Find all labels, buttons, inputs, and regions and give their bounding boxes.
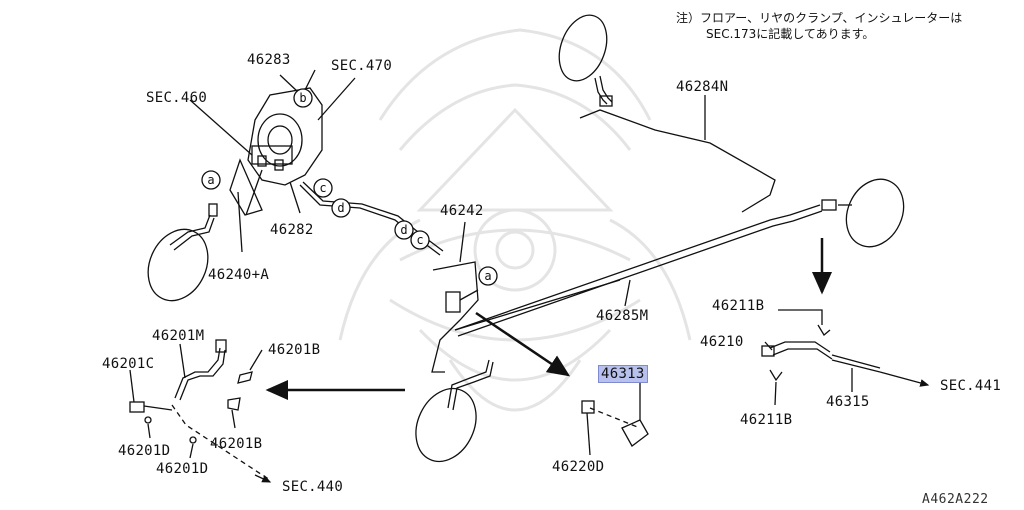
part-label-46211b-bottom[interactable]: 46211B: [740, 412, 793, 428]
flexible-hose-assembly: [129, 339, 271, 481]
rear-right-brake-disc: [845, 178, 905, 248]
rear-flex-hose-46210: [761, 324, 881, 382]
section-label-sec440[interactable]: SEC.440: [282, 479, 344, 495]
section-label-sec441[interactable]: SEC.441: [940, 378, 1002, 394]
part-label-46313-highlighted[interactable]: 46313: [598, 365, 648, 383]
part-label-46315[interactable]: 46315: [826, 394, 870, 410]
watermark-emblem: [338, 28, 692, 412]
callout-c: c: [416, 233, 423, 247]
callout-b: b: [299, 91, 306, 105]
callout-d: d: [337, 201, 344, 215]
front-right-brake-disc: [558, 14, 608, 82]
section-label-sec470[interactable]: SEC.470: [331, 58, 393, 74]
part-label-46201c[interactable]: 46201C: [102, 356, 155, 372]
part-label-46240a[interactable]: 46240+A: [208, 267, 270, 283]
part-label-46210[interactable]: 46210: [700, 334, 744, 350]
hose-bracket-46313: [581, 400, 649, 447]
front-left-brake-disc: [147, 228, 209, 302]
part-label-46283[interactable]: 46283: [247, 52, 291, 68]
junction-bracket-46242: [431, 261, 479, 373]
part-label-46242[interactable]: 46242: [440, 203, 484, 219]
part-label-46201b-bottom[interactable]: 46201B: [210, 436, 263, 452]
part-label-46284n[interactable]: 46284N: [676, 79, 729, 95]
section-label-sec460[interactable]: SEC.460: [146, 90, 208, 106]
callout-c: c: [319, 181, 326, 195]
rear-left-brake-disc: [415, 387, 477, 463]
note-text-line2: SEC.173に記載してあります。: [706, 27, 875, 41]
part-label-46201d-left[interactable]: 46201D: [118, 443, 171, 459]
part-label-46285m[interactable]: 46285M: [596, 308, 649, 324]
callout-a: a: [207, 173, 214, 187]
callout-d: d: [400, 223, 407, 237]
diagram-reference-code: A462A222: [922, 492, 989, 507]
part-label-46201d-bottom[interactable]: 46201D: [156, 461, 209, 477]
part-label-46201b-top[interactable]: 46201B: [268, 342, 321, 358]
part-label-46201m[interactable]: 46201M: [152, 328, 205, 344]
note-text-line1: 注）フロアー、リヤのクランプ、インシュレーターは: [676, 11, 963, 25]
part-label-46211b-top[interactable]: 46211B: [712, 298, 765, 314]
part-label-46220d[interactable]: 46220D: [552, 459, 605, 475]
master-cylinder-booster: [229, 69, 323, 216]
part-label-46282[interactable]: 46282: [270, 222, 314, 238]
callout-a: a: [484, 269, 491, 283]
